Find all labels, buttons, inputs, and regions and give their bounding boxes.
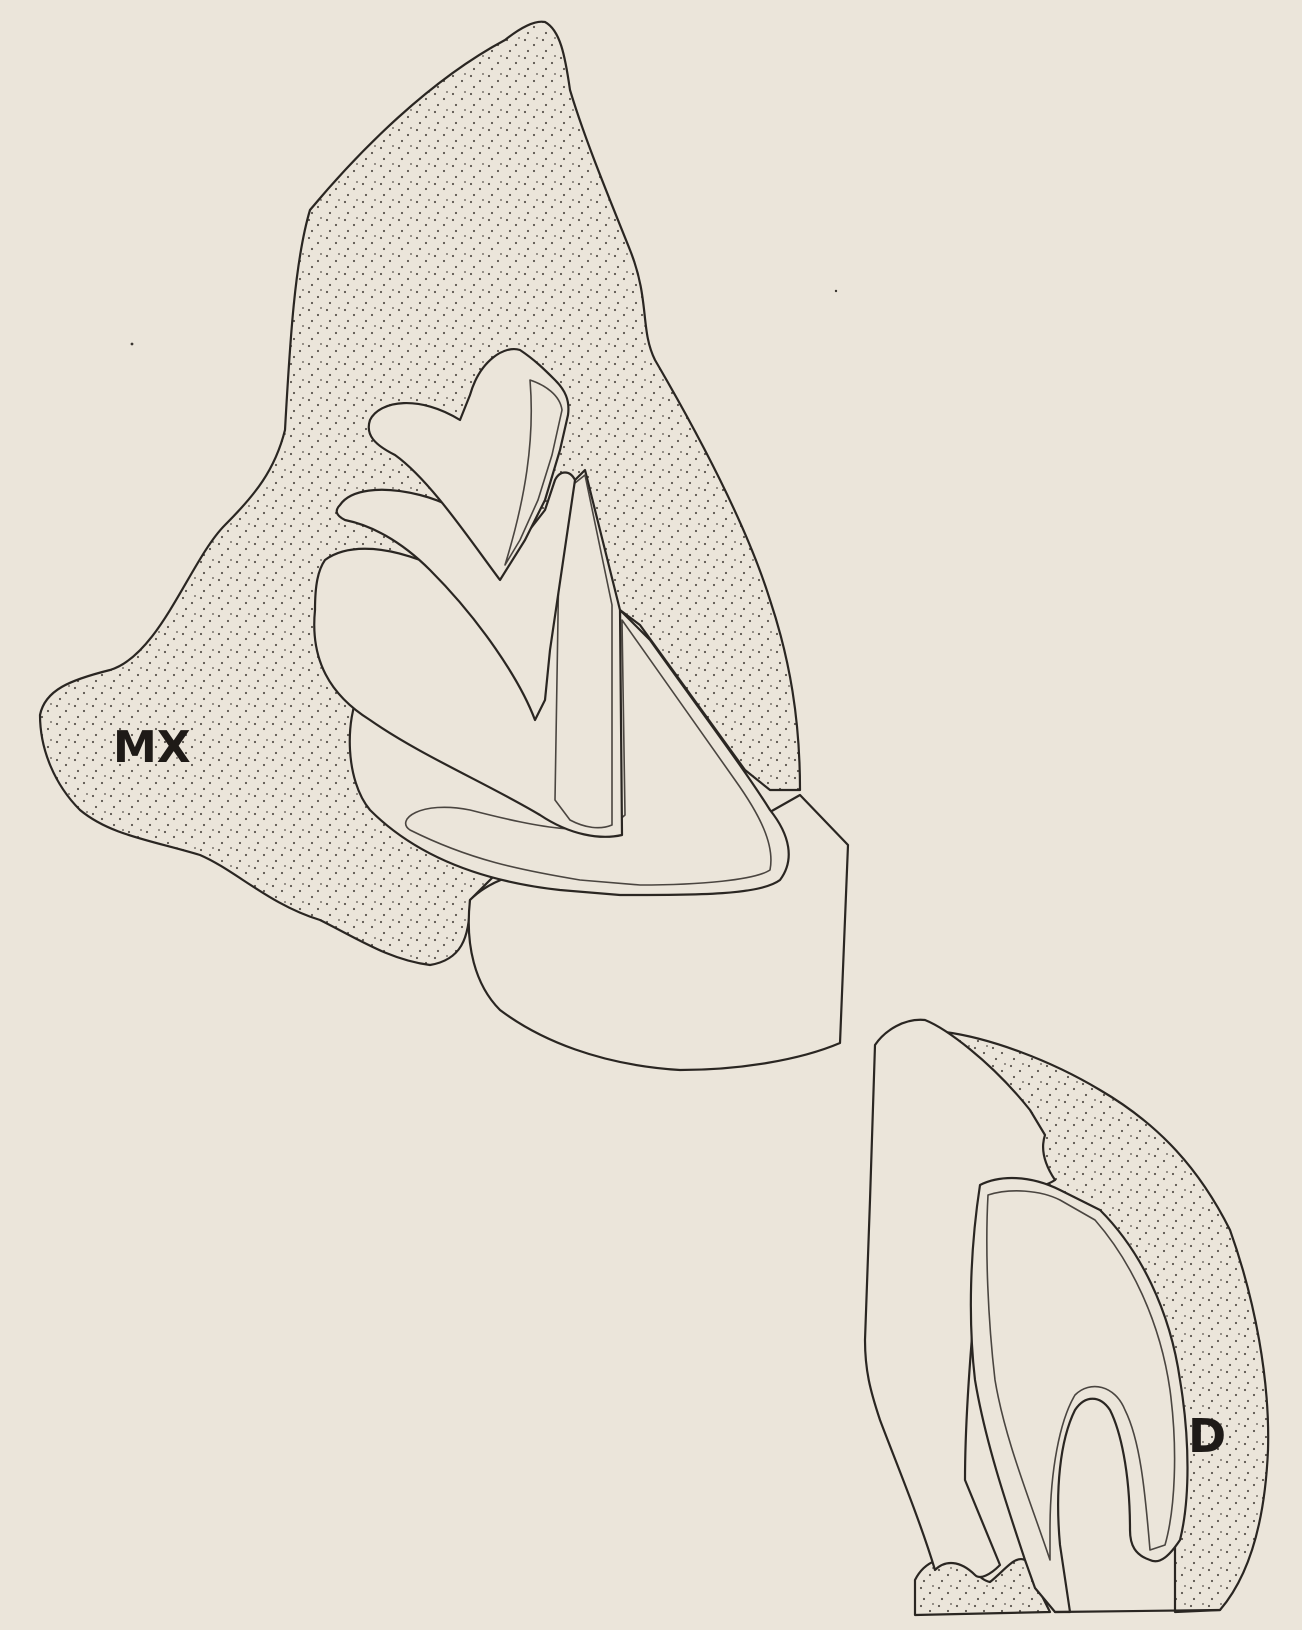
maxilla-label: MX xyxy=(113,722,191,773)
dentary-group: D xyxy=(865,1020,1268,1615)
maxilla-group: MX xyxy=(40,22,848,1070)
stray-dot xyxy=(131,343,134,346)
stray-dot xyxy=(835,290,837,292)
dentary-label: D xyxy=(1188,1409,1226,1463)
